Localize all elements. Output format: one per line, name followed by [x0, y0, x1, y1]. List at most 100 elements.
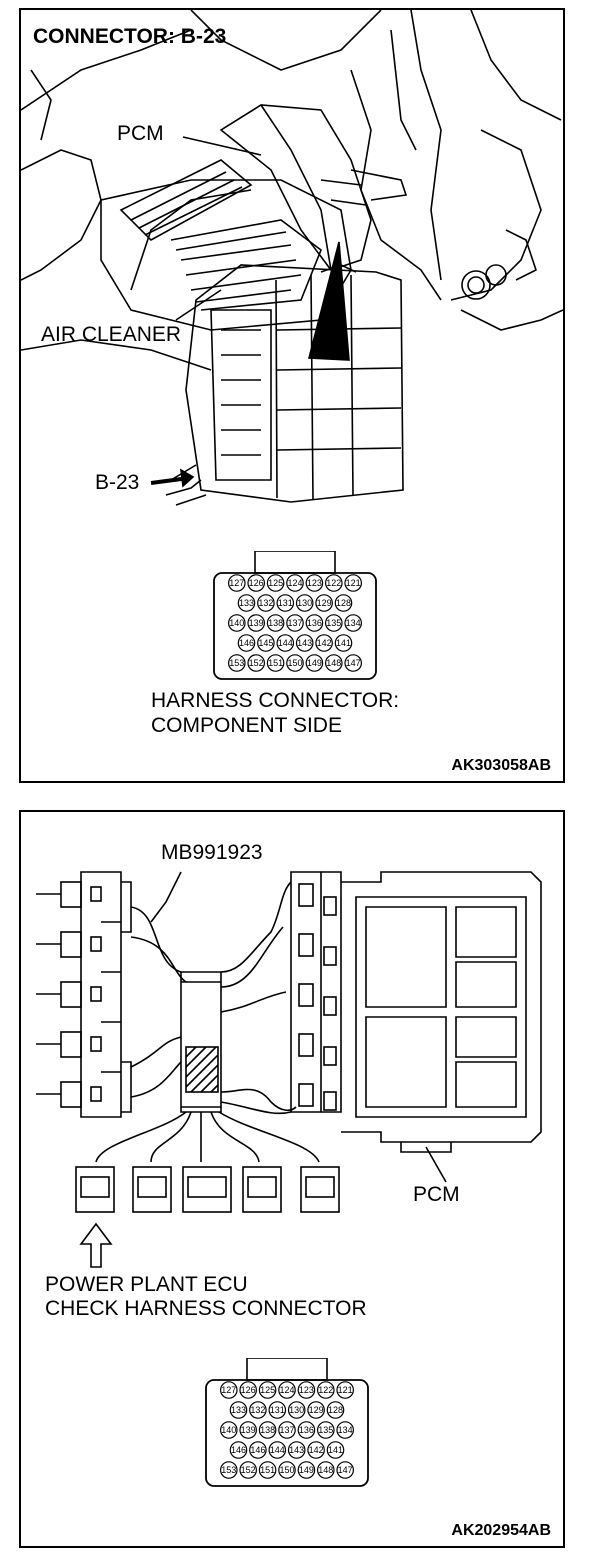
pin-number: 137: [287, 618, 302, 628]
pin-number: 132: [258, 598, 273, 608]
connector-pin: 132: [249, 1401, 267, 1419]
pin-number: 128: [328, 1405, 343, 1415]
connector-pin: 123: [297, 1381, 316, 1399]
pin-number: 132: [250, 1405, 265, 1415]
connector-pin: 146: [237, 634, 256, 652]
pin-number: 153: [229, 658, 244, 668]
pin-number: 131: [270, 1405, 285, 1415]
pin-number: 145: [258, 638, 273, 648]
connector-pin: 134: [344, 614, 362, 632]
connector-pin: 128: [326, 1401, 345, 1419]
connector-pin: 152: [239, 1461, 257, 1479]
connector-pin: 125: [266, 574, 285, 592]
pin-number: 127: [229, 578, 244, 588]
check-caption-line-1: POWER PLANT ECU: [45, 1273, 248, 1296]
pin-number: 126: [241, 1385, 256, 1395]
pin-number: 151: [268, 658, 283, 668]
connector-body: [205, 1379, 369, 1487]
b23-label: B-23: [95, 471, 140, 494]
pin-number: 139: [249, 618, 264, 628]
connector-pin: 133: [237, 594, 256, 612]
connector-pin: 132: [257, 594, 275, 612]
connector-pin: 152: [247, 654, 265, 672]
connector-pin: 144: [268, 1441, 287, 1459]
connector-pin: 138: [258, 1421, 277, 1439]
connector-pin: 148: [325, 654, 343, 672]
connector-latch: [254, 550, 336, 574]
connector-pin: 151: [258, 1461, 277, 1479]
connector-pin: 144: [276, 634, 295, 652]
pin-number: 148: [318, 1465, 333, 1475]
pin-number: 130: [297, 598, 312, 608]
pin-number: 140: [221, 1425, 236, 1435]
pin-number: 148: [326, 658, 341, 668]
pin-number: 152: [241, 1465, 256, 1475]
pin-number: 141: [336, 638, 351, 648]
connector-pin: 131: [268, 1401, 287, 1419]
pin-number: 121: [338, 1385, 353, 1395]
pin-number: 124: [279, 1385, 294, 1395]
pin-number: 153: [221, 1465, 236, 1475]
connector-pin: 122: [317, 1381, 335, 1399]
pin-number: 147: [338, 1465, 353, 1475]
pin-number: 136: [299, 1425, 314, 1435]
pin-number: 122: [326, 578, 341, 588]
connector-pin: 147: [336, 1461, 354, 1479]
connector-pin: 149: [305, 654, 324, 672]
caption-line-1: HARNESS CONNECTOR:: [151, 689, 400, 712]
pin-number: 143: [297, 638, 312, 648]
pin-number: 123: [299, 1385, 314, 1395]
pin-number: 125: [268, 578, 283, 588]
pin-number: 125: [260, 1385, 275, 1395]
pin-number: 147: [346, 658, 361, 668]
pcm-label: PCM: [117, 122, 164, 145]
air-cleaner-label: AIR CLEANER: [41, 323, 182, 346]
connector-pin: 153: [227, 654, 246, 672]
connector-pin: 143: [295, 634, 314, 652]
connector-pin: 135: [317, 1421, 335, 1439]
pin-number: 146: [231, 1445, 246, 1455]
connector-pin: 147: [344, 654, 362, 672]
pcm-label-2: PCM: [413, 1183, 460, 1206]
pin-number: 146: [239, 638, 254, 648]
pin-number: 141: [328, 1445, 343, 1455]
connector-pin: 146: [249, 1441, 267, 1459]
connector-pin: 136: [297, 1421, 316, 1439]
connector-pin: 130: [295, 594, 314, 612]
connector-pin: 131: [276, 594, 295, 612]
pin-number: 127: [221, 1385, 236, 1395]
connector-pin: 126: [247, 574, 265, 592]
connector-pin: 129: [307, 1401, 325, 1419]
pin-number: 140: [229, 618, 244, 628]
pin-number: 124: [287, 578, 302, 588]
caption-line-2: COMPONENT SIDE: [151, 714, 342, 737]
connector-pin: 141: [334, 634, 353, 652]
connector-pin: 134: [336, 1421, 354, 1439]
pin-number: 142: [317, 638, 332, 648]
pin-number: 126: [249, 578, 264, 588]
connector-pin: 133: [229, 1401, 248, 1419]
pin-number: 134: [338, 1425, 353, 1435]
check-harness-panel: MB991923 PCM POWER PLANT ECU CHECK HARNE…: [19, 810, 565, 1548]
connector-pin: 149: [297, 1461, 316, 1479]
pin-number: 151: [260, 1465, 275, 1475]
connector-pin: 124: [286, 574, 304, 592]
connector-pin: 121: [344, 574, 362, 592]
connector-pin: 127: [219, 1381, 238, 1399]
connector-pin: 124: [278, 1381, 296, 1399]
pin-number: 138: [260, 1425, 275, 1435]
connector-pin: 141: [326, 1441, 345, 1459]
connector-pin: 138: [266, 614, 285, 632]
pin-number: 142: [309, 1445, 324, 1455]
pin-number: 139: [241, 1425, 256, 1435]
pin-number: 150: [287, 658, 302, 668]
pin-number: 134: [346, 618, 361, 628]
connector-pin: 137: [278, 1421, 296, 1439]
check-harness-illustration: [36, 871, 542, 1268]
pin-number: 149: [299, 1465, 314, 1475]
pin-number: 150: [279, 1465, 294, 1475]
pin-number: 136: [307, 618, 322, 628]
connector-pin: 148: [317, 1461, 335, 1479]
